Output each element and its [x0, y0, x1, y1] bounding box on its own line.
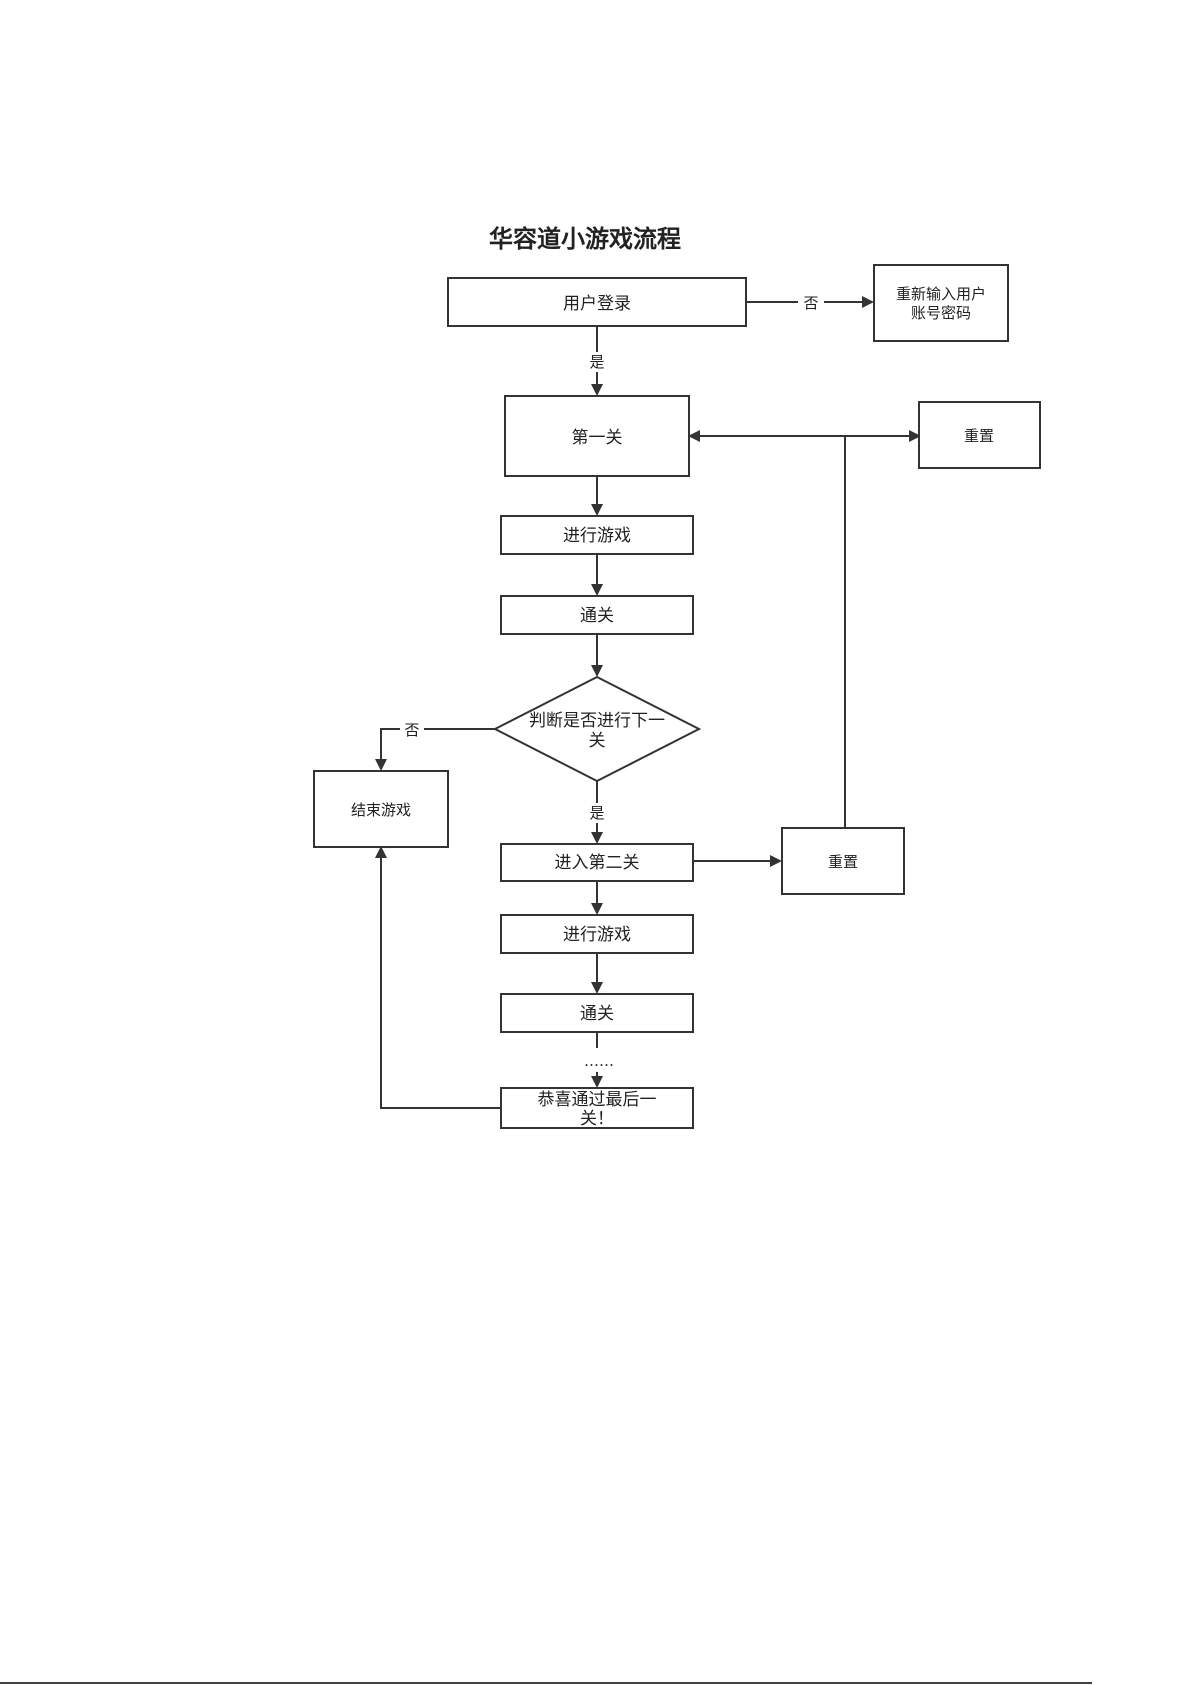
edge-label-decision-no: 否: [404, 721, 419, 739]
node-reset-mid-label: 重置: [828, 853, 858, 871]
node-relogin-label-line2: 账号密码: [911, 304, 971, 322]
edge-label-login-yes: 是: [589, 353, 604, 371]
node-login-label: 用户登录: [563, 294, 631, 314]
node-level2-label: 进入第二关: [555, 853, 640, 873]
node-relogin-label-line1: 重新输入用户: [896, 285, 986, 303]
edge-decision-to-end: [381, 729, 495, 769]
node-final-label-line1: 恭喜通过最后一: [538, 1090, 657, 1110]
node-pass1-label: 通关: [580, 606, 614, 626]
node-decision-label-line1: 判断是否进行下一: [529, 711, 665, 731]
node-end-game-label: 结束游戏: [351, 801, 411, 819]
node-final-label-line2: 关！: [580, 1109, 614, 1129]
node-relogin: [874, 265, 1008, 341]
edge-final-to-end: [381, 848, 501, 1108]
node-pass2-label: 通关: [580, 1004, 614, 1024]
node-level1-label: 第一关: [572, 428, 623, 448]
edge-label-decision-yes: 是: [589, 804, 604, 822]
node-play2-label: 进行游戏: [563, 925, 631, 945]
node-decision-label-line2: 关: [589, 731, 606, 751]
diagram-title: 华容道小游戏流程: [489, 225, 681, 253]
edge-label-login-no: 否: [803, 294, 818, 312]
node-play1-label: 进行游戏: [563, 526, 631, 546]
node-reset-top-label: 重置: [964, 427, 994, 445]
ellipsis-label: ……: [584, 1052, 614, 1070]
